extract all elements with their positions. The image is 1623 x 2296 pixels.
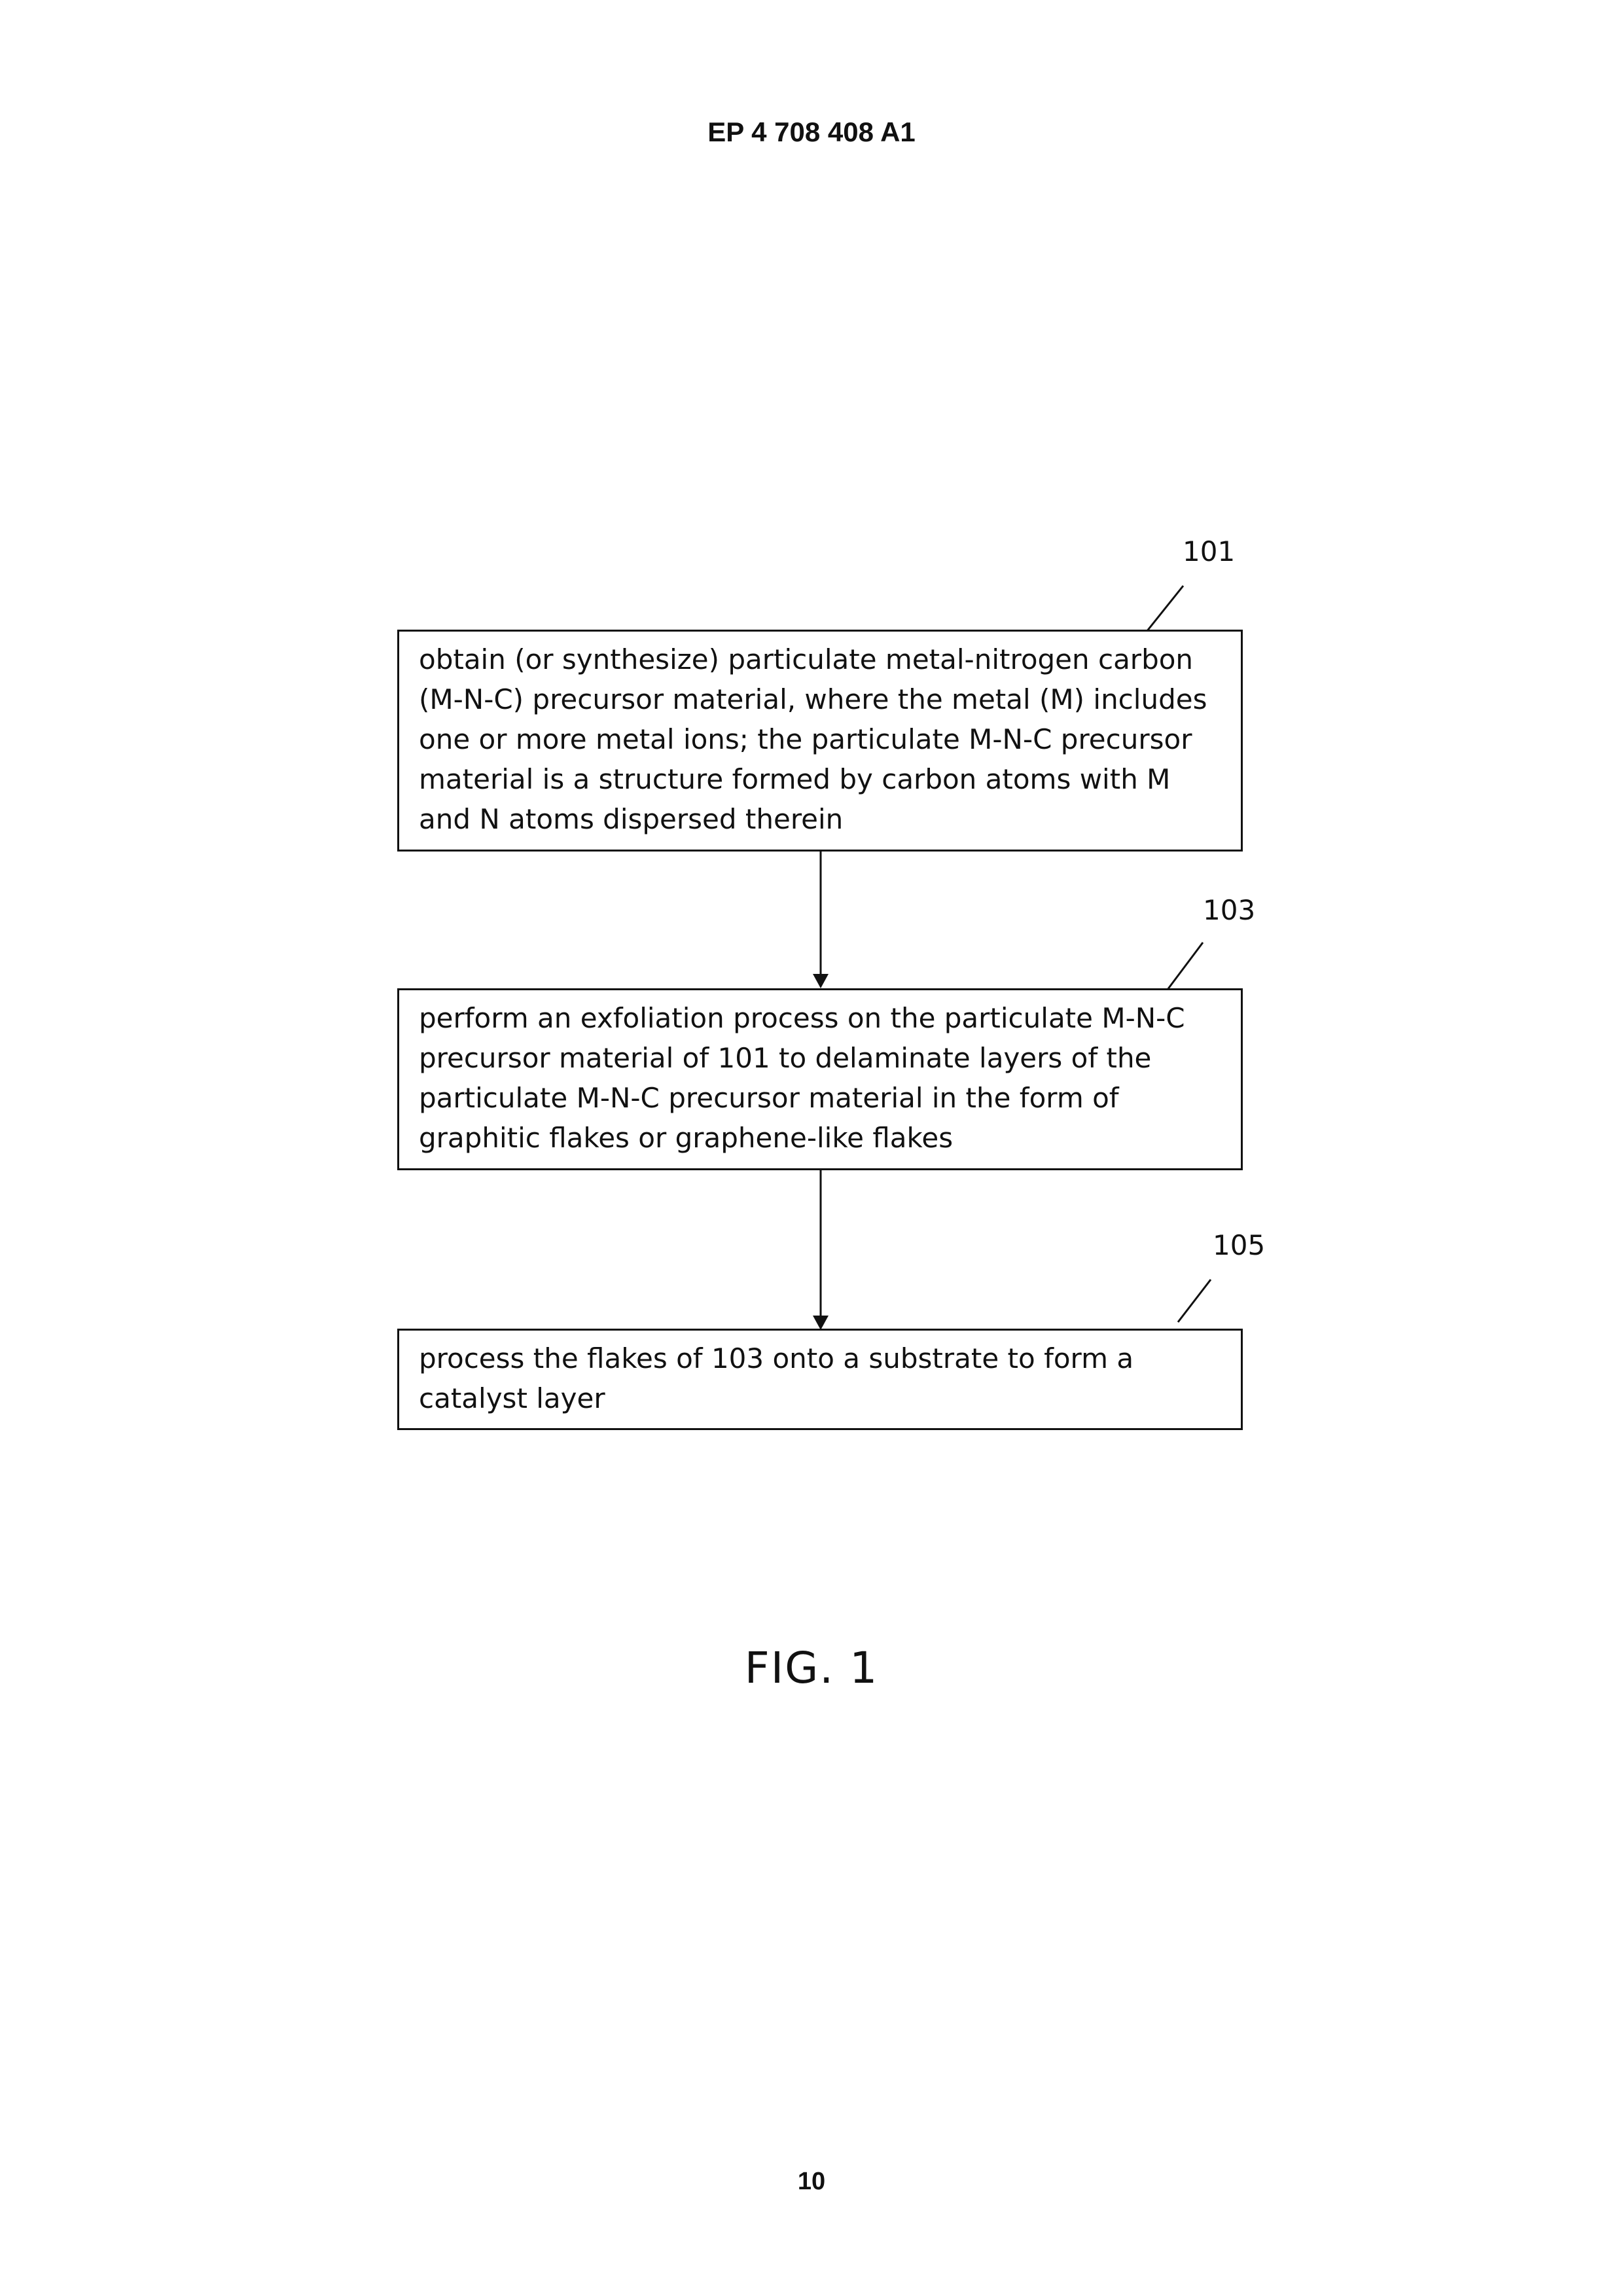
reference-numeral-101: 101 bbox=[1183, 535, 1235, 567]
arrowhead-105 bbox=[813, 1316, 829, 1330]
figure-caption: FIG. 1 bbox=[0, 1643, 1623, 1693]
arrowhead-103 bbox=[813, 974, 829, 988]
leader-line-101 bbox=[1147, 586, 1183, 632]
page-number: 10 bbox=[0, 2168, 1623, 2196]
leader-line-103 bbox=[1168, 942, 1203, 990]
reference-numeral-103: 103 bbox=[1203, 894, 1255, 926]
step-box-105: process the flakes of 103 onto a substra… bbox=[397, 1329, 1243, 1430]
step-box-103: perform an exfoliation process on the pa… bbox=[397, 988, 1243, 1170]
step-box-101: obtain (or synthesize) particulate metal… bbox=[397, 630, 1243, 852]
reference-numeral-105: 105 bbox=[1213, 1229, 1265, 1261]
leader-line-105 bbox=[1178, 1280, 1211, 1322]
